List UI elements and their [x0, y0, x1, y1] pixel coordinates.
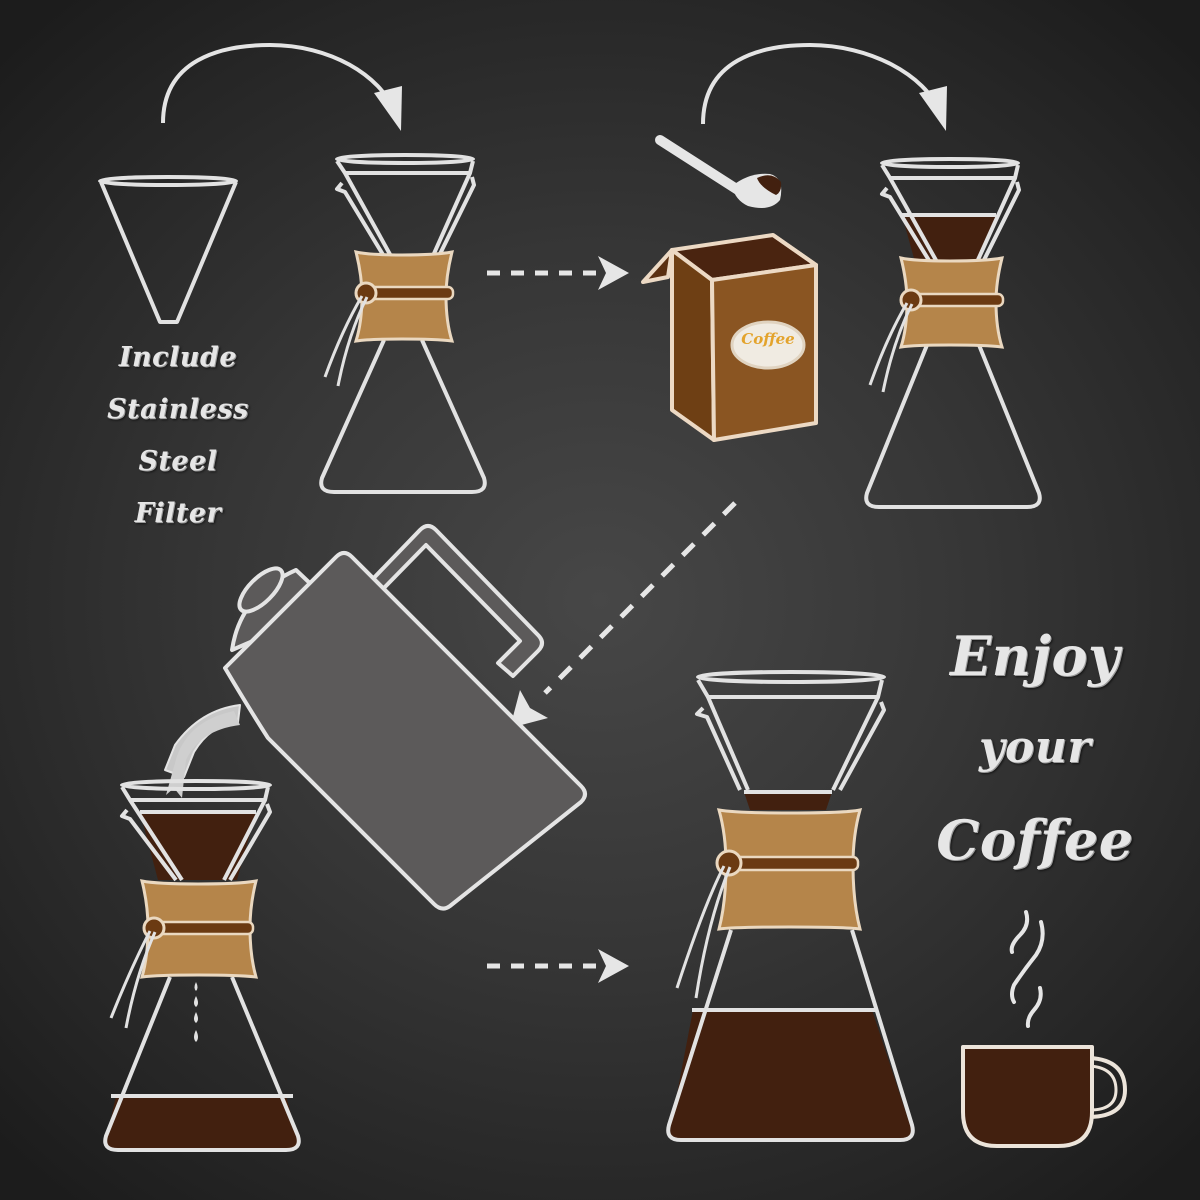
caption-line: Filter: [134, 498, 222, 529]
steam-icon: [1009, 910, 1045, 1028]
curved-arrow-icon: [701, 42, 947, 131]
chemex-brewing-icon: [103, 779, 301, 1152]
water-stream-icon: [166, 711, 240, 798]
chemex-brewed-icon: [666, 670, 915, 1142]
cone-filter-icon: [98, 175, 238, 324]
caption-line: Steel: [138, 446, 218, 477]
filter-caption: Include Stainless Steel Filter: [88, 332, 268, 540]
dashed-arrow-icon: [487, 256, 629, 290]
chemex-with-grounds-icon: [864, 157, 1042, 509]
caption-line: your: [978, 722, 1092, 773]
dashed-arrow-icon: [487, 949, 629, 983]
caption-line: Enjoy: [950, 624, 1120, 688]
dashed-arrow-icon: [510, 501, 737, 728]
caption-line: Coffee: [936, 808, 1134, 872]
chemex-empty-icon: [319, 153, 487, 494]
canister-label: Coffee: [741, 330, 795, 348]
curved-arrow-icon: [161, 42, 402, 131]
coffee-scoop-icon: [655, 135, 782, 208]
caption-line: Stainless: [107, 394, 249, 425]
coffee-cup-icon: [961, 1045, 1127, 1148]
coffee-drip-icon: [194, 982, 198, 1042]
coffee-canister-icon: [641, 233, 818, 442]
enjoy-caption: Enjoy your Coffee: [925, 610, 1145, 886]
caption-line: Include: [118, 342, 238, 373]
